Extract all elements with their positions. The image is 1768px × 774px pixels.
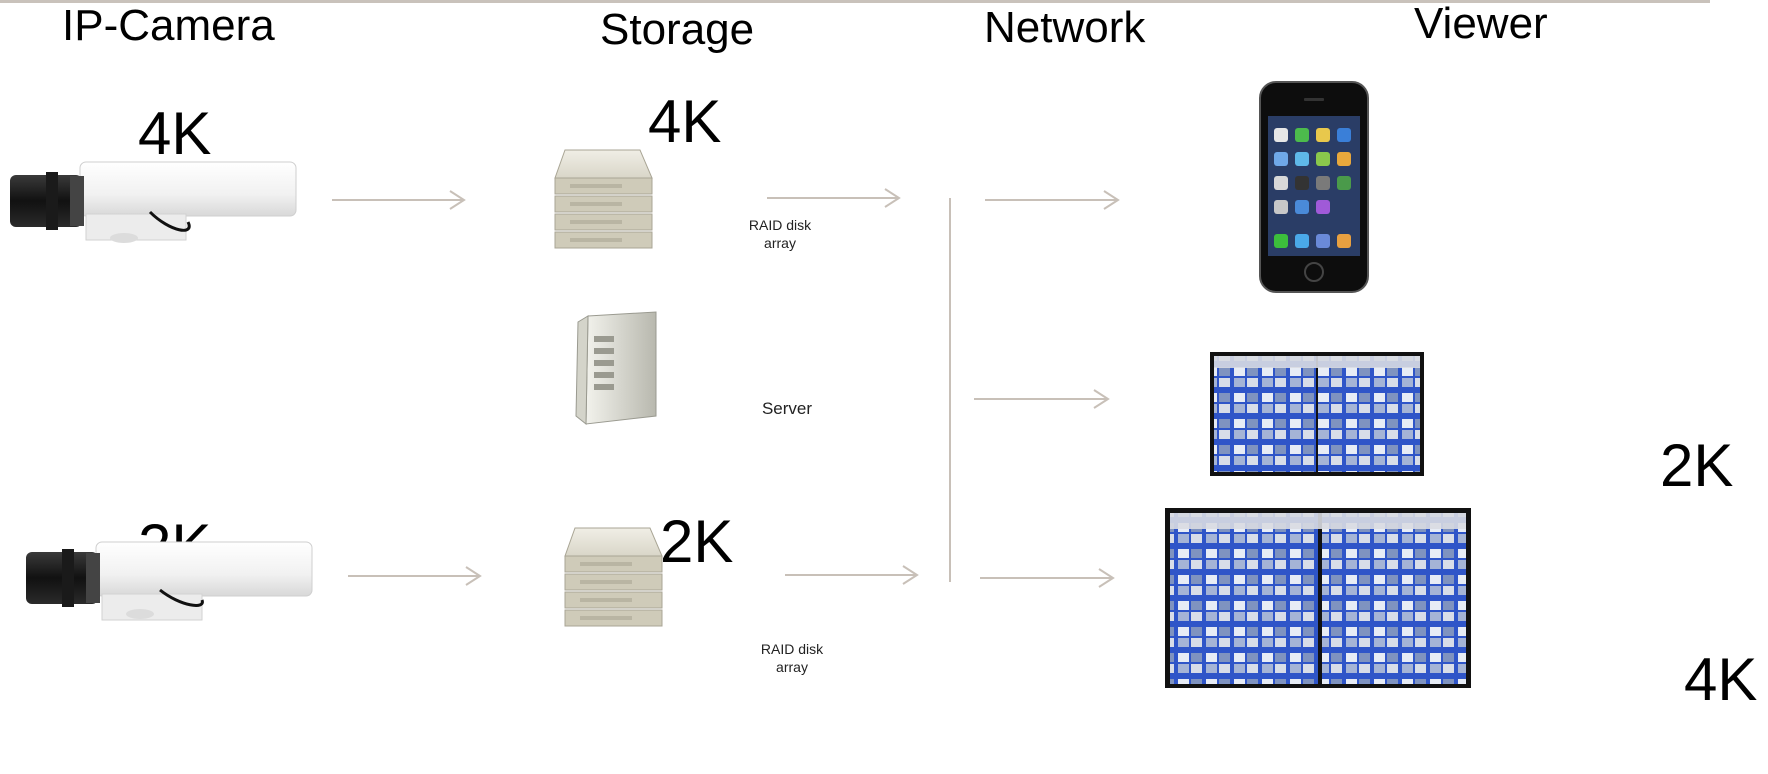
raid-bottom-label: RAID disk array [742,640,842,676]
top-rule [0,0,1710,3]
large-monitor-resolution: 4K [1684,646,1758,713]
header-viewer: Viewer [1414,0,1548,48]
arrow-camera-top-to-storage [332,190,466,210]
arrow-camera-bottom-to-storage [348,566,482,586]
raid-top-label: RAID disk array [730,216,830,252]
arrow-network-to-phone [985,190,1120,210]
raid-top-label-line2: array [764,235,796,252]
server-label: Server [761,399,813,418]
monitor-2k-icon [1210,352,1424,476]
monitor-4k-icon [1165,508,1471,688]
raid-array-bottom-icon [564,527,663,627]
raid-array-top-icon [554,149,653,249]
raid-bottom-label-line2: array [776,659,808,676]
header-network: Network [984,3,1146,52]
header-storage: Storage [600,5,755,54]
ip-camera-top-icon [10,161,297,243]
server-icon [575,311,657,426]
arrow-raid-bottom-to-network [785,565,919,585]
raid-top-label-line1: RAID disk [748,217,812,233]
raid-top-resolution: 4K [648,88,722,155]
raid-bottom-label-line1: RAID disk [760,641,824,657]
arrow-network-to-large-monitor [980,568,1115,588]
flow-arrows [332,188,1120,588]
smartphone-icon [1259,81,1369,293]
arrow-raid-top-to-network [767,188,901,208]
ip-camera-bottom-icon [26,541,313,621]
small-monitor-resolution: 2K [1660,432,1734,499]
raid-bottom-resolution: 2K [660,508,734,575]
arrow-network-to-small-monitor [974,389,1110,409]
camera-top-resolution: 4K [138,100,212,167]
header-ip-camera: IP-Camera [62,1,275,50]
